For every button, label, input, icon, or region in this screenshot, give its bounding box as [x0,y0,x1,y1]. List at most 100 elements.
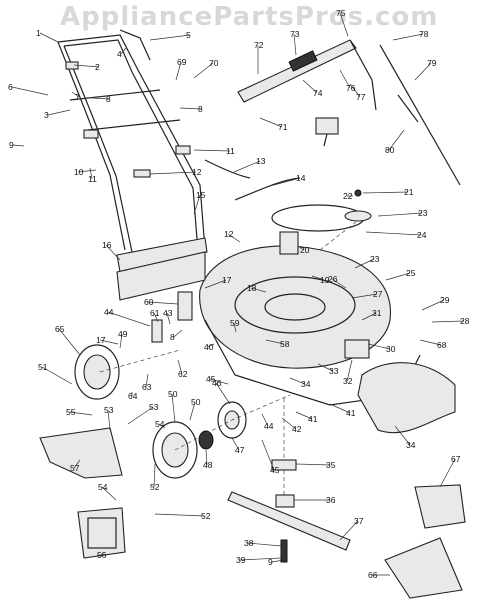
bolt-40 [280,539,288,563]
callout-44: 44 [264,421,274,431]
leader-line-50 [189,401,196,421]
callout-9: 9 [9,140,14,150]
callout-17: 17 [222,275,232,285]
callout-7: 7 [75,92,80,102]
callout-37: 37 [354,516,364,526]
leader-line-17 [204,279,227,289]
leader-line-12 [149,171,197,175]
callout-34: 34 [406,440,416,450]
callout-32: 32 [343,376,353,386]
leader-line-1 [39,32,59,43]
leader-line-20 [297,245,305,251]
leader-line-6 [11,86,49,96]
leader-line-43 [166,312,171,325]
leader-line-80 [388,129,405,151]
callout-54: 54 [98,482,108,492]
bag-frame-66 [414,484,466,529]
leader-line-34 [289,377,306,385]
callout-62: 62 [178,369,188,379]
callout-56: 56 [97,550,107,560]
leader-line-47 [231,437,240,451]
callout-24: 24 [417,230,427,240]
callout-57: 57 [70,463,80,473]
leader-line-30 [367,343,391,350]
callout-10: 10 [74,167,84,177]
callout-8: 8 [170,332,175,342]
leader-line-14 [269,177,301,187]
callout-8: 8 [198,104,203,114]
leader-line-73 [293,33,297,56]
callout-6: 6 [8,82,13,92]
leader-line-8 [91,97,111,100]
callout-8: 8 [106,94,111,104]
leader-line-59 [233,322,237,333]
leader-line-67 [439,458,456,488]
leader-line-17 [99,339,119,345]
leader-line-39 [239,557,282,561]
callout-47: 47 [235,445,245,455]
leader-line-26 [331,278,347,289]
callout-45: 45 [206,374,216,384]
callout-67: 67 [451,454,461,464]
leader-line-70 [193,62,214,79]
leader-line-44 [107,311,151,327]
leader-line-31 [361,312,377,321]
callout-12: 12 [224,229,234,239]
leader-line-71 [259,117,283,128]
callout-26: 26 [328,274,338,284]
nut-22 [354,189,362,197]
leader-line-34 [394,425,411,446]
rod-79 [397,94,419,123]
leader-line-69 [175,61,182,81]
leader-line-52 [154,513,206,517]
wheel-64 [74,344,120,400]
cable-13 [204,159,251,179]
callout-78: 78 [419,29,429,39]
callout-75: 75 [336,8,346,18]
leader-line-60 [147,301,179,305]
cable-78 [379,44,461,186]
callout-30: 30 [386,344,396,354]
callout-69: 69 [177,57,187,67]
leader-line-41 [295,411,313,420]
leader-line-11 [193,149,231,152]
leader-line-7 [71,91,80,98]
callout-19: 19 [320,275,330,285]
leader-line-16 [105,244,121,261]
motor-33 [344,339,370,359]
leader-line-44 [261,413,269,427]
leader-line-53 [107,409,111,431]
chute-35 [357,362,456,434]
leader-line-68 [419,339,442,346]
leader-line-62 [177,359,183,375]
leader-line-56 [100,551,105,556]
grass-bag-65 [384,537,463,599]
leader-line-25 [385,272,411,281]
callout-9: 9 [268,557,273,567]
leader-line-41 [329,403,351,414]
callout-80: 80 [385,145,395,155]
callout-22: 22 [343,191,353,201]
leader-line-45 [261,439,275,471]
callout-11: 11 [226,146,235,156]
mulch-plug-55 [77,507,126,559]
leader-line-28 [431,320,465,323]
callout-29: 29 [440,295,450,305]
callout-43: 43 [163,308,173,318]
callout-41: 41 [308,414,318,424]
leader-line-9 [12,144,25,147]
leader-line-23 [354,258,375,269]
adapter-37 [275,494,295,508]
callout-76: 76 [346,83,356,93]
charger-80 [315,117,339,135]
callout-labels: 1234567888991011111212131415161717181920… [8,8,470,580]
leader-line-78 [392,33,424,41]
callout-50: 50 [168,389,178,399]
rope-guide [119,29,151,61]
leader-line-54 [101,486,117,501]
callout-52: 52 [201,511,211,521]
callout-53: 53 [104,405,114,415]
callout-38: 38 [244,538,254,548]
leader-line-24 [365,231,422,236]
